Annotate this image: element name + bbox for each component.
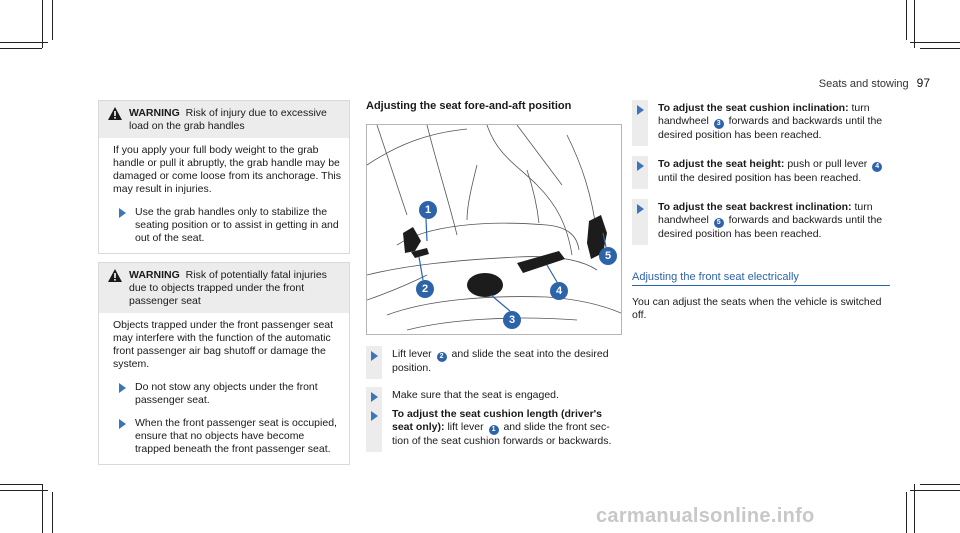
step-bar: [632, 199, 648, 245]
arrow-right-icon: [637, 161, 644, 171]
warning-label: WARNING: [129, 269, 180, 281]
step-text: and slide the seat into the desired posi…: [392, 348, 609, 374]
warning-header: WARNING Risk of potentially fatal injuri…: [99, 263, 349, 313]
step-text: lift lever: [447, 421, 484, 433]
crop-mark: [910, 42, 960, 43]
step-text: and slide the front sec­tion of the seat…: [392, 421, 612, 447]
arrow-right-icon: [371, 411, 378, 421]
step-bar: [366, 346, 382, 379]
step-backrest-inclination: To adjust the seat backrest inclination:…: [632, 199, 892, 245]
step-text: Lift lever: [392, 348, 432, 360]
crop-mark: [920, 484, 960, 485]
ref-number: 3: [713, 119, 724, 129]
warning-header: WARNING Risk of injury due to excessive …: [99, 101, 349, 138]
crop-mark: [920, 48, 960, 49]
step-cushion-length: To adjust the seat cushion length (drive…: [366, 406, 622, 452]
crop-mark: [906, 0, 907, 40]
step-text: turn handwheel: [658, 201, 873, 226]
step-text: until the desired position has been reac…: [658, 172, 862, 184]
fore-aft-steps: Lift lever 2 and slide the seat into the…: [366, 346, 622, 452]
ref-number: 2: [436, 352, 447, 362]
step-text: forwards and backwards until the desired…: [658, 115, 883, 141]
warning-step: Use the grab handles only to stabilize t…: [113, 206, 341, 245]
step-text: When the front passenger seat is occu­pi…: [135, 417, 337, 455]
warning-text: If you apply your full body weight to th…: [113, 144, 342, 195]
warning-box-objects-trapped: WARNING Risk of potentially fatal injuri…: [98, 262, 350, 465]
crop-mark: [42, 0, 43, 48]
warning-title: Risk of potentially fatal injuries due t…: [129, 269, 327, 307]
ref-number: 4: [872, 162, 883, 172]
warning-triangle-icon: [108, 107, 122, 120]
arrow-right-icon: [637, 105, 644, 115]
callout-3: 3: [503, 311, 521, 329]
step-bar: [366, 406, 382, 452]
step-text: turn handwheel: [658, 102, 870, 127]
page-header: Seats and stowing 97: [760, 76, 930, 90]
crop-mark: [42, 484, 43, 533]
section-title: Seats and stowing: [818, 78, 909, 90]
watermark: carmanualsonline.info: [596, 505, 815, 527]
warning-title: Risk of injury due to excessive load on …: [129, 107, 327, 132]
step-bar: [632, 156, 648, 189]
arrow-right-icon: [371, 351, 378, 361]
arrow-right-icon: [371, 392, 378, 402]
arrow-right-icon: [637, 204, 644, 214]
crop-mark: [0, 48, 42, 49]
arrow-right-icon: [119, 383, 126, 393]
step-text: Use the grab handles only to stabilize t…: [135, 206, 339, 244]
callout-4: 4: [550, 282, 568, 300]
page-number: 97: [916, 76, 930, 90]
callout-1: 1: [419, 201, 437, 219]
warning-triangle-icon: [108, 269, 122, 282]
warning-label: WARNING: [129, 107, 180, 119]
section-heading: Adjusting the seat fore-and-aft position: [366, 100, 572, 112]
crop-mark: [52, 0, 53, 40]
step-text: Do not stow any objects under the front …: [135, 381, 318, 406]
callout-2: 2: [416, 280, 434, 298]
electric-adjust-heading: Adjusting the front seat electrically: [632, 271, 890, 286]
crop-mark: [914, 484, 915, 533]
seat-controls-illustration: 1 2 3 4 5: [366, 124, 622, 335]
arrow-right-icon: [119, 419, 126, 429]
warning-step: When the front passenger seat is occu­pi…: [113, 417, 341, 456]
step-title: To adjust the seat backrest inclination:: [658, 201, 852, 213]
fore-aft-section: Adjusting the seat fore-and-aft position: [366, 100, 622, 113]
step-cushion-inclination: To adjust the seat cushion inclination: …: [632, 100, 892, 146]
ref-number: 1: [488, 425, 499, 435]
step-seat-height: To adjust the seat height: push or pull …: [632, 156, 892, 189]
callout-5: 5: [599, 247, 617, 265]
crop-mark: [906, 492, 907, 533]
step-text: push or pull lever: [787, 158, 868, 170]
step-title: To adjust the seat height:: [658, 158, 785, 170]
ref-number: 5: [713, 218, 724, 228]
crop-mark: [0, 490, 48, 491]
arrow-right-icon: [119, 208, 126, 218]
callout-lines: [418, 218, 607, 312]
crop-mark: [0, 484, 42, 485]
warning-box-grab-handles: WARNING Risk of injury due to excessive …: [98, 100, 350, 254]
crop-mark: [52, 492, 53, 533]
crop-mark: [910, 490, 960, 491]
step-title: To adjust the seat cushion length (drive…: [392, 408, 602, 433]
warning-body: If you apply your full body weight to th…: [99, 138, 349, 253]
step-title: To adjust the seat cushion inclination:: [658, 102, 849, 114]
step-text: Make sure that the seat is engaged.: [392, 389, 559, 401]
adjustment-steps: To adjust the seat cushion inclination: …: [632, 100, 892, 322]
warning-body: Objects trapped under the front passenge…: [99, 313, 349, 464]
crop-mark: [0, 42, 48, 43]
step-bar: [632, 100, 648, 146]
warning-step: Do not stow any objects under the front …: [113, 381, 341, 407]
crop-mark: [914, 0, 915, 48]
electric-adjust-text: You can adjust the seats when the vehicl…: [632, 296, 882, 321]
step-text: forwards and backwards until the desired…: [658, 214, 883, 240]
warning-text: Objects trapped under the front passenge…: [113, 319, 334, 370]
step-lift-lever: Lift lever 2 and slide the seat into the…: [366, 346, 622, 379]
step-ensure-engaged: Make sure that the seat is engaged.: [366, 387, 622, 406]
